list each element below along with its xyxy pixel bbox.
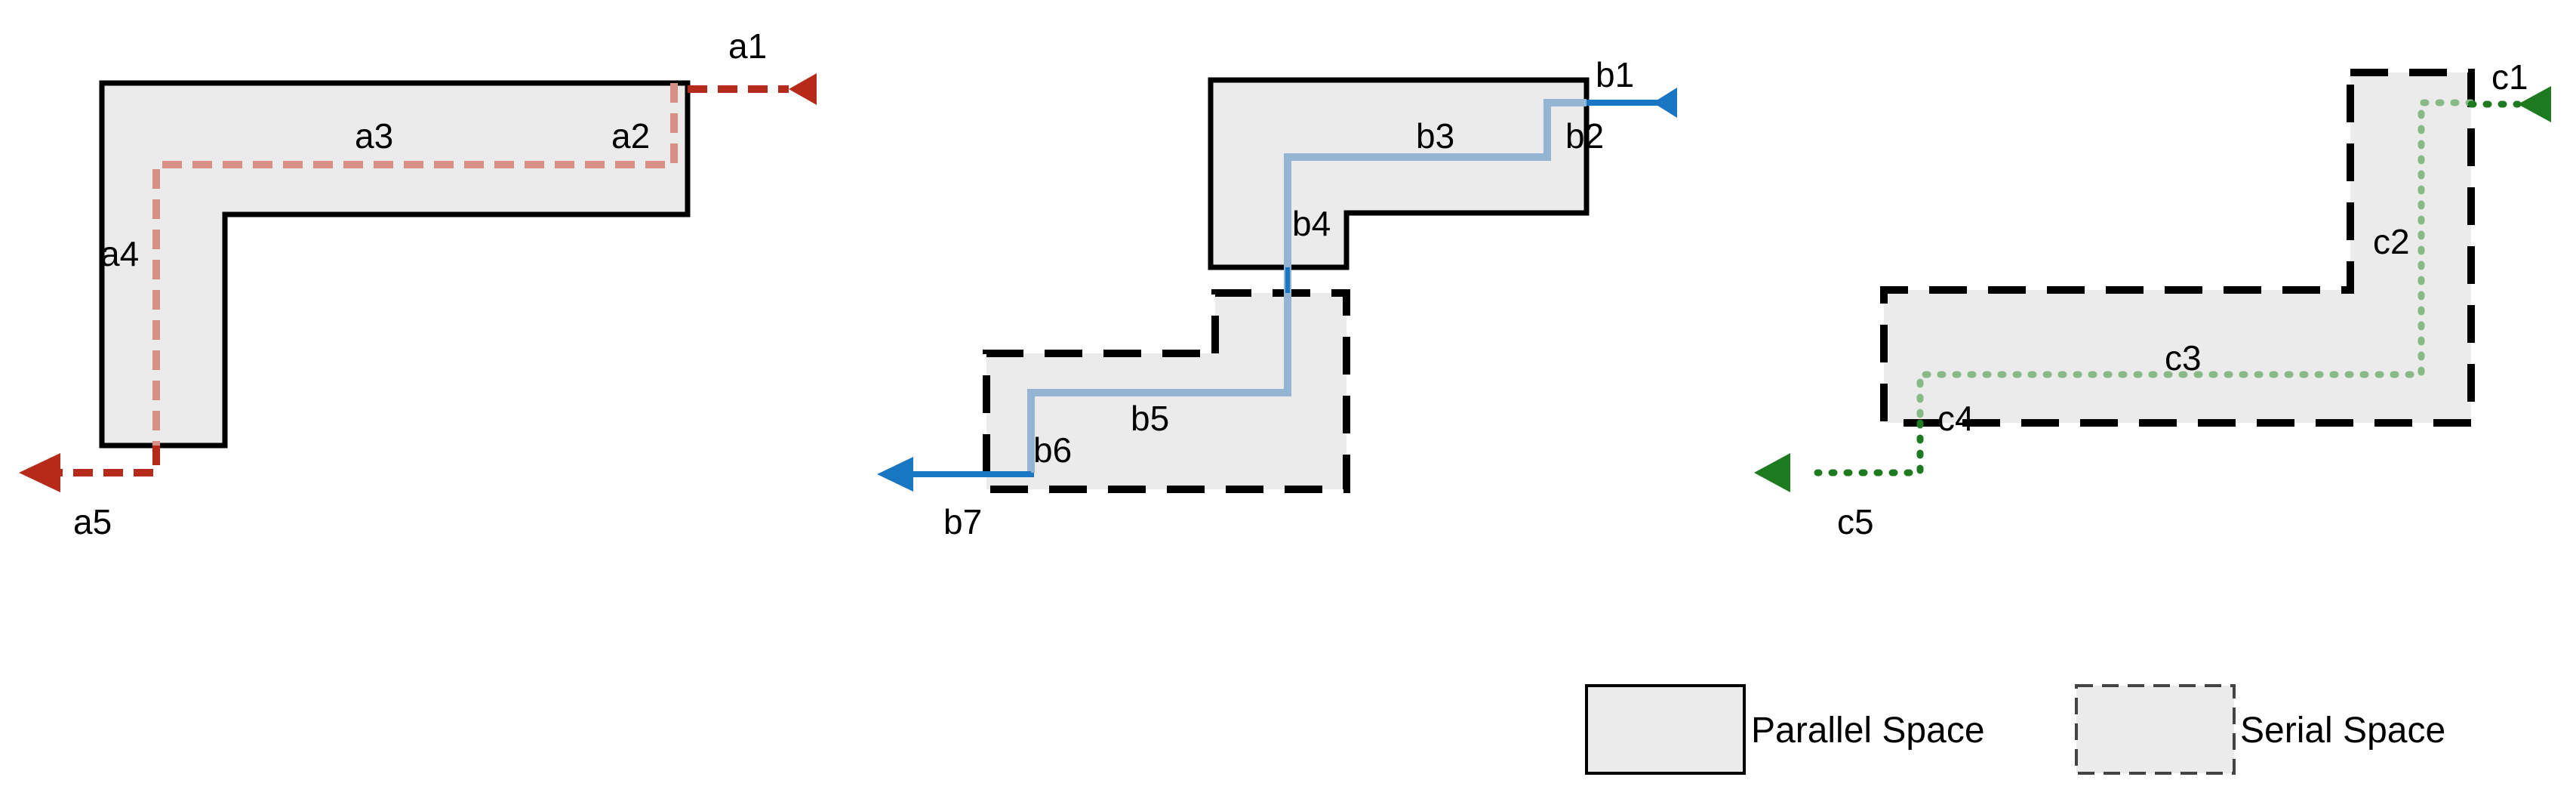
arrow-a-exit-icon: [19, 453, 60, 492]
serial-space-c-outline: [1880, 69, 2475, 427]
label-c5: c5: [1837, 502, 1874, 541]
serial-space-b-outline: [983, 289, 1350, 493]
label-c1: c1: [2491, 57, 2528, 97]
label-b3: b3: [1416, 116, 1454, 156]
arrow-b-exit-icon: [877, 457, 913, 492]
arrow-c-exit-icon: [1754, 453, 1790, 492]
serial-space-b: [1214, 267, 1346, 291]
legend-parallel-swatch: [1585, 684, 1746, 775]
diagram-c: c1 c2 c3 c4 c5: [1754, 57, 2551, 541]
legend-parallel-label: Parallel Space: [1751, 711, 1985, 751]
label-a1: a1: [728, 26, 767, 66]
label-a5: a5: [73, 502, 112, 541]
parallel-space-a: [99, 80, 691, 449]
label-b2: b2: [1565, 116, 1604, 156]
label-c2: c2: [2373, 222, 2410, 261]
legend: Parallel Space Serial Space: [1585, 684, 2445, 775]
legend-serial-label: Serial Space: [2240, 711, 2445, 751]
path-c-inner: [1916, 99, 2475, 427]
label-a4: a4: [100, 234, 139, 273]
path-b-exit: [909, 471, 1034, 477]
label-b4: b4: [1292, 204, 1331, 243]
path-a-exit: [60, 446, 160, 476]
diagram-b: b1 b2 b3 b4 b5 b6 b7: [877, 55, 1677, 541]
label-a2: a2: [611, 116, 650, 156]
path-a-inner: [152, 83, 678, 452]
path-b-inner: [1027, 99, 1587, 473]
serial-space-c-fill: [1884, 72, 2471, 423]
label-b6: b6: [1033, 430, 1072, 470]
label-c3: c3: [2165, 338, 2202, 378]
path-c-exit: [1814, 419, 1924, 476]
diagram-a: a1 a2 a3 a4 a5: [19, 26, 817, 541]
parallel-space-b: [1208, 77, 1590, 270]
label-b1: b1: [1596, 55, 1634, 94]
arrow-c-entry-icon: [2518, 86, 2551, 122]
label-a3: a3: [355, 116, 393, 156]
label-b5: b5: [1131, 399, 1169, 438]
legend-serial-swatch: [2075, 684, 2236, 775]
arrow-b-entry-icon: [1653, 88, 1677, 118]
label-c4: c4: [1937, 399, 1974, 438]
label-b7: b7: [943, 502, 982, 541]
arrow-a-entry-icon: [789, 73, 817, 105]
